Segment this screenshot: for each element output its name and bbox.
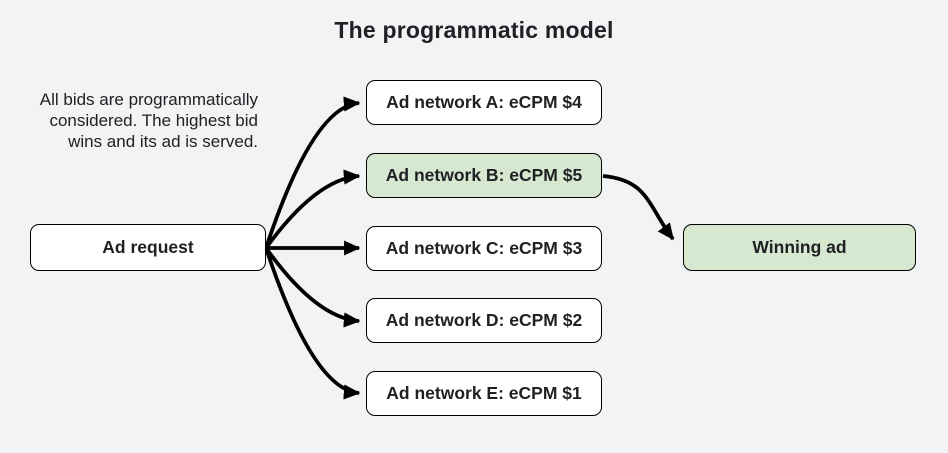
- description-text: All bids are programmatically considered…: [10, 89, 258, 152]
- network-node-label: Ad network D: eCPM $2: [385, 310, 583, 330]
- winning-ad-node: Winning ad: [683, 224, 916, 271]
- description-line: wins and its ad is served.: [68, 132, 258, 151]
- network-node-e: Ad network E: eCPM $1: [366, 371, 602, 416]
- network-node-label: Ad network A: eCPM $4: [386, 92, 582, 112]
- arrow-request-to-a: [264, 96, 361, 249]
- ad-request-label: Ad request: [102, 237, 194, 257]
- description-line: considered. The highest bid: [49, 111, 258, 130]
- network-node-label: Ad network E: eCPM $1: [386, 383, 582, 403]
- arrow-request-to-b: [264, 169, 361, 250]
- network-node-c: Ad network C: eCPM $3: [366, 226, 602, 271]
- network-node-label: Ad network B: eCPM $5: [385, 165, 583, 185]
- network-node-d: Ad network D: eCPM $2: [366, 298, 602, 343]
- winning-ad-label: Winning ad: [752, 237, 847, 257]
- network-node-b: Ad network B: eCPM $5: [366, 153, 602, 198]
- arrow-request-to-d: [264, 246, 361, 328]
- arrow-b-to-winning: [602, 174, 675, 241]
- arrow-request-to-e: [264, 247, 361, 400]
- diagram-title: The programmatic model: [334, 17, 614, 43]
- ad-request-node: Ad request: [30, 224, 266, 271]
- network-node-a: Ad network A: eCPM $4: [366, 80, 602, 125]
- network-node-label: Ad network C: eCPM $3: [385, 238, 583, 258]
- description-line: All bids are programmatically: [39, 90, 258, 109]
